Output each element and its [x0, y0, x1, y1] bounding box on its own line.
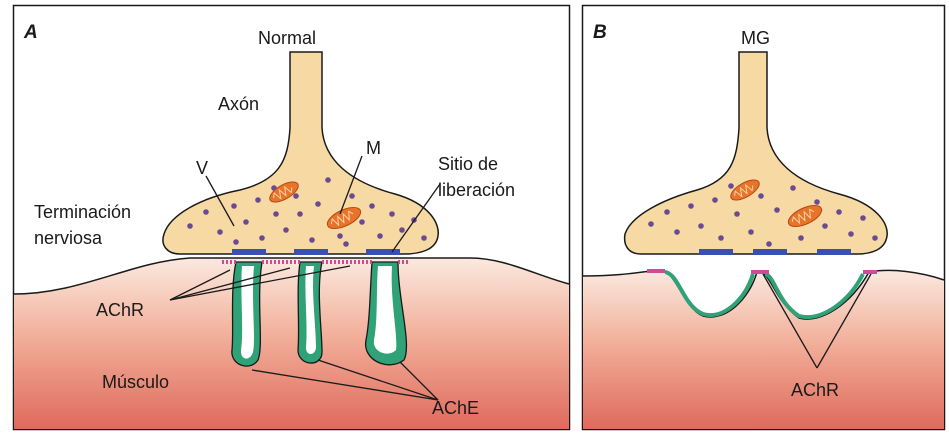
release-site-label-1: Sitio de — [438, 154, 498, 174]
release-sites — [232, 249, 400, 255]
junctional-folds — [232, 262, 407, 366]
release-site-label-2: liberación — [438, 180, 515, 200]
muscle-tissue — [14, 258, 569, 429]
panel-b-title: MG — [741, 28, 770, 48]
diagram-mg: B MG AChR — [581, 0, 949, 434]
muscle-tissue-mg — [583, 270, 944, 429]
mitochondrion-label: M — [366, 138, 381, 158]
achr-label-a: AChR — [96, 300, 144, 320]
diagram-normal: A Normal Axón V M Sitio de liberación Te… — [0, 0, 573, 434]
vesicle-label: V — [196, 158, 208, 178]
release-sites-mg — [699, 249, 851, 255]
panel-a-letter: A — [23, 22, 38, 43]
panel-b-letter: B — [593, 22, 607, 43]
panel-a-normal: A Normal Axón V M Sitio de liberación Te… — [0, 0, 573, 434]
ache-label: AChE — [432, 398, 479, 418]
muscle-label: Músculo — [102, 372, 169, 392]
terminal-label-1: Terminación — [34, 202, 131, 222]
axon-label: Axón — [218, 94, 259, 114]
panel-b-mg: B MG AChR — [581, 0, 949, 434]
terminal-label-2: nerviosa — [34, 228, 103, 248]
achr-label-b: AChR — [791, 380, 839, 400]
panel-a-title: Normal — [258, 28, 316, 48]
